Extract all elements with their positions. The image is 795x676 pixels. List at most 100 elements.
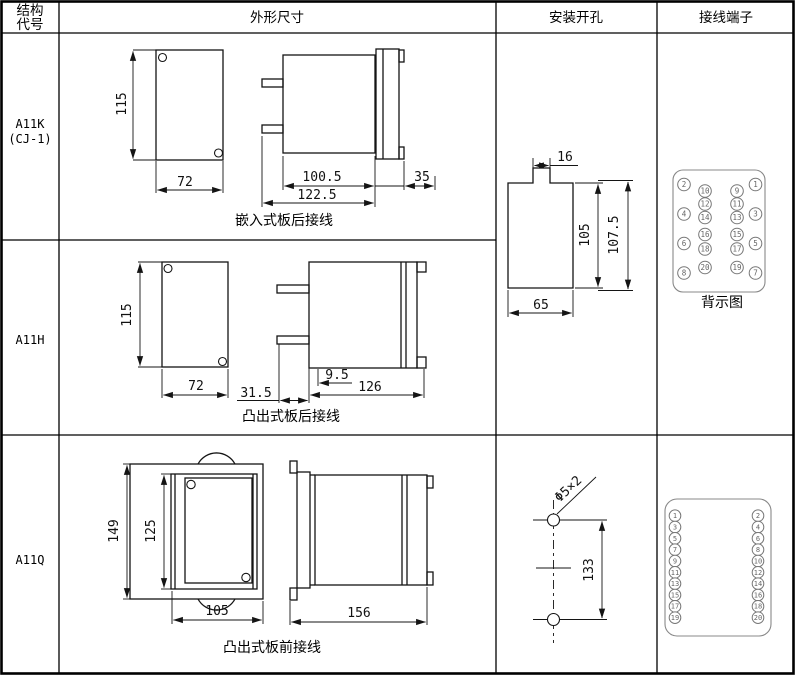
dim-a11h-offset: 9.5 — [325, 368, 348, 383]
terminal-number: 17 — [671, 603, 679, 611]
terminal-number: 14 — [754, 580, 762, 588]
terminal-number: 6 — [756, 535, 760, 543]
dim-a11k-body-depth: 100.5 — [302, 170, 341, 185]
dim-a11q-inner-height: 125 — [144, 519, 159, 542]
row-code-a11q: A11Q — [16, 553, 45, 567]
terminal-number: 4 — [756, 523, 760, 531]
dim-a11h-total-depth: 126 — [358, 380, 381, 395]
terminal-number: 16 — [754, 591, 762, 599]
terminal-circle — [677, 207, 691, 221]
a11q-front-view: 149 125 105 — [107, 452, 264, 624]
row-code-a11k: A11K — [16, 117, 46, 131]
terminal-number: 14 — [700, 213, 710, 222]
a11k-front-view: 115 72 — [115, 49, 224, 194]
terminal-number: 1 — [753, 180, 758, 189]
a11h-front-view: 115 72 — [120, 261, 229, 399]
caption-a11q: 凸出式板前接线 — [223, 639, 321, 655]
dim-a11q-width: 105 — [205, 604, 228, 619]
terminal-number: 1 — [673, 512, 677, 520]
dim-a11k-height: 115 — [115, 92, 130, 115]
terminal-circle — [748, 236, 763, 251]
dim-cutout-height: 105 — [578, 223, 593, 246]
terminal-number: 7 — [673, 546, 677, 554]
terminal-circle — [698, 210, 712, 225]
caption-terminal-back-view: 背示图 — [701, 294, 743, 310]
dim-a11q-total-depth: 156 — [347, 606, 370, 621]
terminal-number: 5 — [753, 239, 758, 248]
row-codes: A11K (CJ-1) A11H A11Q — [8, 117, 51, 567]
terminal-number: 5 — [673, 535, 677, 543]
dim-a11k-width: 72 — [177, 175, 193, 190]
terminal-circle — [748, 207, 763, 221]
terminal-circle — [698, 242, 712, 256]
terminal-circle — [677, 236, 691, 251]
terminal-number: 10 — [754, 557, 762, 565]
terminal-number: 19 — [671, 614, 679, 622]
terminal-circle — [748, 266, 763, 280]
terminal-circle — [668, 611, 682, 624]
terminal-circle — [730, 260, 744, 275]
mounting-holes-drawing: Φ5×2 133 — [533, 473, 607, 643]
terminal-number: 18 — [700, 245, 710, 254]
header-mounting-cutout: 安装开孔 — [549, 10, 603, 25]
terminal-number: 8 — [756, 546, 760, 554]
terminal-number: 11 — [732, 200, 741, 209]
terminal-number: 15 — [671, 591, 679, 599]
terminal-number: 15 — [732, 230, 741, 239]
terminal-number: 20 — [700, 263, 710, 272]
header-structure-code-line1: 结构 — [17, 3, 44, 18]
terminal-number: 12 — [754, 569, 762, 577]
terminal-number: 13 — [671, 580, 679, 588]
terminal-number: 2 — [682, 180, 687, 189]
dim-cutout-outer-height: 107.5 — [607, 215, 622, 254]
terminal-number: 17 — [732, 245, 741, 254]
terminal-number: 19 — [732, 263, 741, 272]
terminal-circle — [698, 260, 712, 275]
row-code-a11h: A11H — [16, 333, 45, 347]
terminal-circle — [730, 197, 744, 211]
dim-a11k-flange-depth: 35 — [414, 170, 430, 185]
terminal-number: 18 — [754, 603, 762, 611]
terminal-number: 6 — [682, 239, 687, 248]
terminal-circle — [730, 210, 744, 225]
terminal-circle — [730, 227, 744, 242]
a11q-side-view: 156 凸出式板前接线 — [223, 460, 434, 655]
dim-hole-diameter: Φ5×2 — [552, 473, 585, 505]
a11k-side-view: 100.5 35 122.5 嵌入式板后接线 — [235, 48, 436, 228]
dim-cutout-width: 65 — [533, 298, 549, 313]
header-structure-code-line2: 代号 — [17, 17, 44, 32]
terminal-number: 12 — [700, 200, 709, 209]
terminal-number: 3 — [673, 523, 677, 531]
caption-a11k: 嵌入式板后接线 — [235, 212, 333, 228]
terminal-number: 4 — [682, 210, 687, 219]
terminal-circle — [698, 227, 712, 242]
dim-a11h-protrusion: 31.5 — [240, 386, 271, 401]
terminal-number: 16 — [700, 230, 710, 239]
dim-a11h-width: 72 — [188, 379, 204, 394]
terminal-number: 20 — [754, 614, 762, 622]
terminal-number: 2 — [756, 512, 760, 520]
header-outline-dimensions: 外形尺寸 — [250, 10, 304, 25]
terminal-circle — [730, 242, 744, 256]
terminal-circle — [677, 177, 691, 192]
terminal-number: 11 — [671, 569, 679, 577]
panel-cutout-drawing: 16 105 107.5 65 — [507, 150, 633, 317]
caption-a11h: 凸出式板后接线 — [242, 408, 340, 424]
terminal-circle — [698, 197, 712, 211]
terminal-number: 10 — [700, 187, 710, 196]
terminal-circle — [751, 611, 765, 624]
column-headers: 结构 代号 外形尺寸 安装开孔 接线端子 — [17, 3, 754, 32]
row-code-a11k-sub: (CJ-1) — [8, 132, 51, 146]
dim-a11k-total-depth: 122.5 — [297, 188, 336, 203]
terminal-number: 13 — [732, 213, 741, 222]
dim-cutout-tab-width: 16 — [557, 150, 573, 165]
terminal-number: 3 — [753, 210, 758, 219]
header-terminals: 接线端子 — [699, 9, 753, 25]
terminal-circle — [748, 177, 763, 192]
dim-hole-spacing: 133 — [582, 558, 597, 581]
